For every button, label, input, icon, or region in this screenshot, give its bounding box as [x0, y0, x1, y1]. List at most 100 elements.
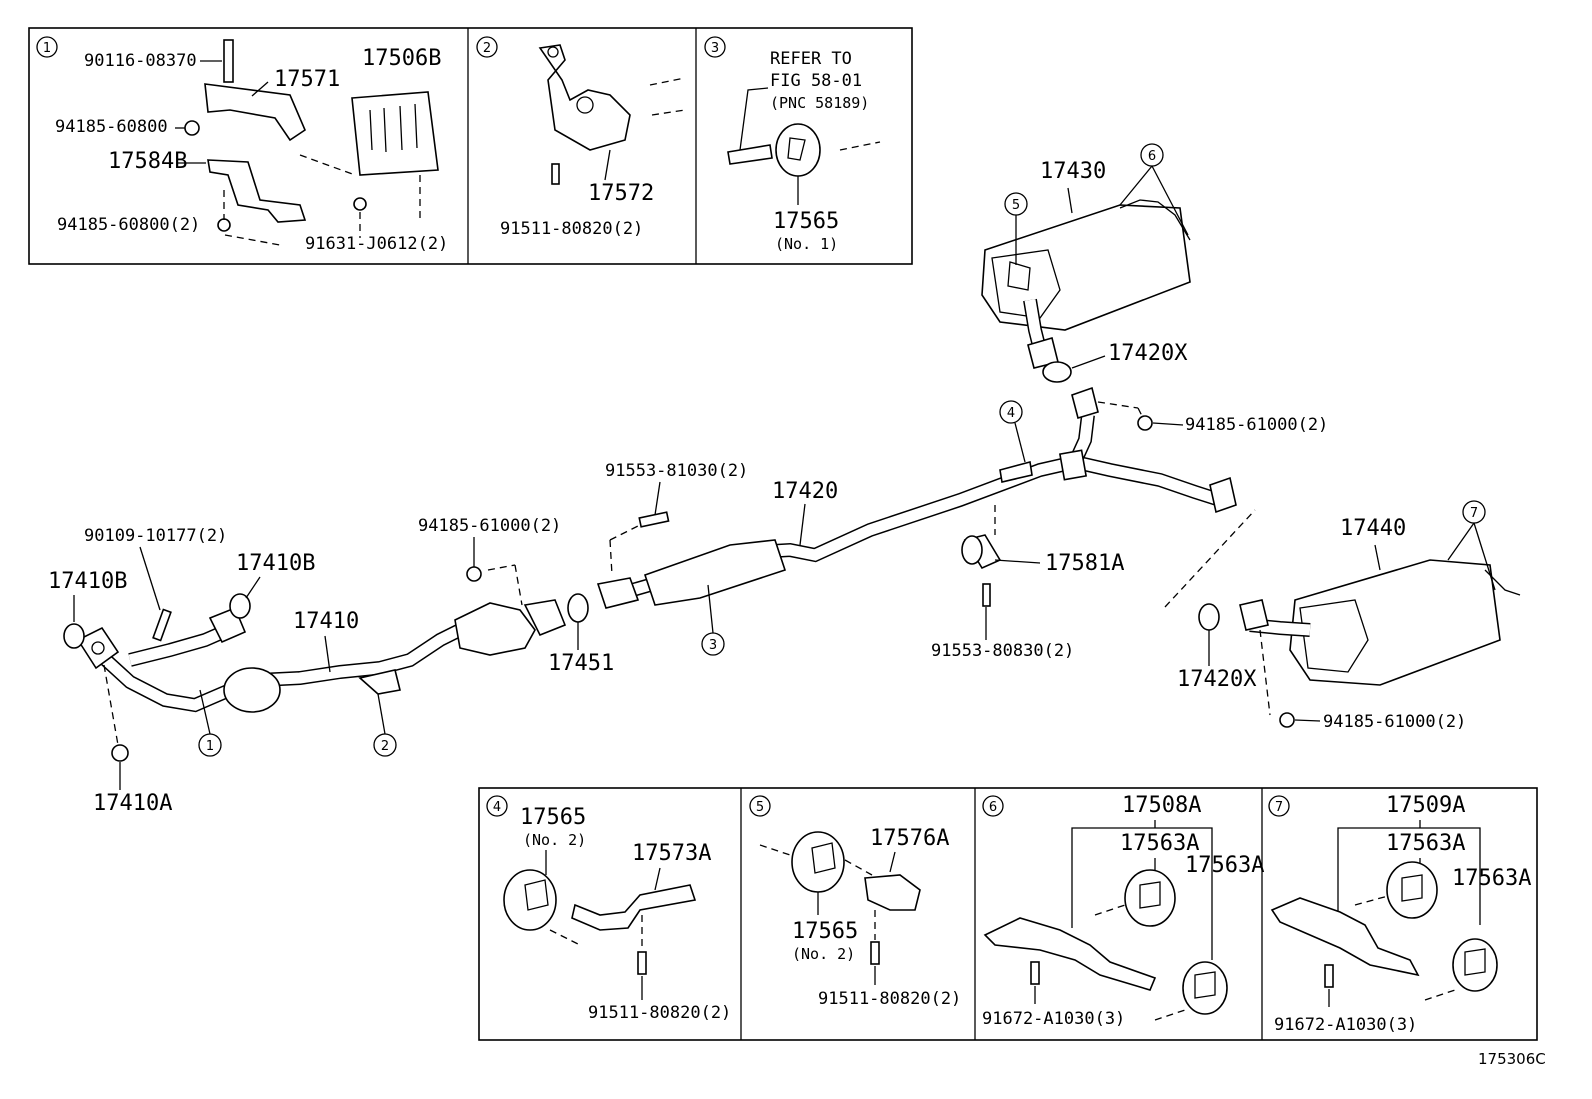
panel-5-number: 5 [756, 800, 764, 815]
callout-6: 6 [1148, 149, 1156, 164]
bracket-17571-drawing [204, 83, 306, 142]
detail-panels-bottom [478, 787, 1538, 1041]
callout-1: 1 [206, 739, 214, 754]
detail-panel-4: 4 17565 (No. 2) 17573A 91511-80820(2) [486, 795, 731, 1023]
main-exhaust-assembly [63, 199, 1521, 762]
label-no2-p5: (No. 2) [792, 945, 855, 963]
label-no2-p4: (No. 2) [523, 831, 586, 849]
label-94185-60800: 94185-60800 [55, 117, 168, 137]
converter-front-drawing [223, 667, 281, 713]
label-94185-61000-c: 94185-61000(2) [1323, 712, 1466, 732]
label-91672-A1030-p6: 91672-A1030(3) [982, 1009, 1125, 1029]
label-17581A: 17581A [1045, 551, 1124, 576]
hanger-17563A-p7-a [1386, 861, 1438, 919]
label-no1-p3: (No. 1) [775, 235, 838, 253]
main-callouts: 1 2 3 4 5 6 7 [198, 143, 1496, 757]
hanger-17563A-p6-a [1124, 869, 1176, 927]
label-17420X-bottom: 17420X [1177, 667, 1257, 692]
label-17572: 17572 [588, 181, 654, 206]
gasket-17420X-top [1042, 361, 1072, 383]
label-17451: 17451 [548, 651, 614, 676]
callout-5: 5 [1012, 198, 1020, 213]
panel-1-number: 1 [43, 41, 51, 56]
hanger-17565-no2-p4 [503, 869, 557, 931]
label-17410B-right: 17410B [236, 551, 315, 576]
detail-panel-2: 2 17572 91511-80820(2) [476, 36, 686, 239]
bracket-17576A-drawing [864, 874, 921, 911]
label-17563A-p6-b: 17563A [1185, 853, 1264, 878]
label-91631-J0612: 91631-J0612(2) [305, 234, 448, 254]
callout-4: 4 [1007, 406, 1015, 421]
label-17576A: 17576A [870, 826, 949, 851]
label-17410: 17410 [293, 609, 359, 634]
callout-2: 2 [381, 739, 389, 754]
label-17440: 17440 [1340, 516, 1406, 541]
label-17509A: 17509A [1386, 793, 1465, 818]
detail-panel-7: 7 17509A 17563A 17563A 91672-A1030(3) [1268, 793, 1531, 1035]
hanger-17565-no2-p5 [791, 831, 845, 893]
label-17506B: 17506B [362, 46, 441, 71]
label-17410A: 17410A [93, 791, 172, 816]
label-17565-p3: 17565 [773, 209, 839, 234]
hanger-17565-no1-drawing [775, 123, 821, 177]
label-91553-81030: 91553-81030(2) [605, 461, 748, 481]
resonator-drawing [643, 539, 787, 606]
label-17563A-p6-a: 17563A [1120, 831, 1199, 856]
panel-7-number: 7 [1275, 800, 1283, 815]
bracket-17508A-drawing [983, 917, 1157, 991]
hanger-17563A-p7-b [1452, 938, 1498, 992]
detail-frame-bottom [478, 787, 1538, 1041]
label-17420: 17420 [772, 479, 838, 504]
callout-3: 3 [709, 638, 717, 653]
muffler-17440-drawing [1289, 559, 1501, 686]
figure-code: 175306C [1478, 1050, 1546, 1068]
label-17565-p4: 17565 [520, 805, 586, 830]
label-91511-80820-p5: 91511-80820(2) [818, 989, 961, 1009]
label-17563A-p7-b: 17563A [1452, 866, 1531, 891]
label-90109-10177: 90109-10177(2) [84, 526, 227, 546]
converter-rear-drawing [454, 602, 536, 656]
label-17410B-left: 17410B [48, 569, 127, 594]
detail-panel-5: 5 17576A 17565 (No. 2) 91511-80820(2) [749, 795, 961, 1009]
callout-7: 7 [1470, 506, 1478, 521]
label-91511-80820-p2: 91511-80820(2) [500, 219, 643, 239]
label-17508A: 17508A [1122, 793, 1201, 818]
label-17430: 17430 [1040, 159, 1106, 184]
detail-panel-6: 6 17508A 17563A 17563A 91672-A1030(3) [982, 793, 1264, 1029]
label-94185-61000-a: 94185-61000(2) [1185, 415, 1328, 435]
label-91553-80830: 91553-80830(2) [931, 641, 1074, 661]
label-17420X-top: 17420X [1108, 341, 1188, 366]
main-labels: 17430 17420X 94185-61000(2) 17420 91553-… [48, 159, 1466, 816]
detail-panel-3: 3 REFER TO FIG 58-01 (PNC 58189) 17565 (… [704, 36, 881, 253]
hanger-17563A-p6-b [1182, 961, 1228, 1015]
insulator-17506B-drawing [351, 91, 439, 176]
refer-line-2: FIG 58-01 [770, 71, 862, 91]
bracket-17584B-drawing [207, 159, 307, 223]
label-94185-61000-b: 94185-61000(2) [418, 516, 561, 536]
detail-panel-1: 1 90116-08370 17571 17506B 94185-60800 1… [36, 36, 448, 254]
refer-line-3: (PNC 58189) [770, 94, 869, 112]
panel-3-number: 3 [711, 41, 719, 56]
bracket-17509A-drawing [1270, 897, 1420, 977]
muffler-17430-drawing [981, 204, 1191, 331]
label-17565-p5: 17565 [792, 919, 858, 944]
panel-1-badge [36, 36, 58, 58]
bracket-17573A-drawing [571, 884, 697, 931]
panel-4-number: 4 [493, 800, 501, 815]
label-17573A: 17573A [632, 841, 711, 866]
label-94185-60800-2: 94185-60800(2) [57, 215, 200, 235]
label-17571: 17571 [274, 67, 340, 92]
panel-6-number: 6 [989, 800, 997, 815]
gasket-17420X-bottom [1198, 603, 1220, 631]
label-91511-80820-p4: 91511-80820(2) [588, 1003, 731, 1023]
detail-frame-top [28, 27, 913, 265]
detail-panels-top [28, 27, 913, 265]
label-17563A-p7-a: 17563A [1386, 831, 1465, 856]
panel-2-number: 2 [483, 41, 491, 56]
label-90116-08370: 90116-08370 [84, 51, 197, 71]
refer-line-1: REFER TO [770, 49, 852, 69]
label-17584B: 17584B [108, 149, 187, 174]
stud-bolt-drawing [223, 39, 234, 83]
label-91672-A1030-p7: 91672-A1030(3) [1274, 1015, 1417, 1035]
